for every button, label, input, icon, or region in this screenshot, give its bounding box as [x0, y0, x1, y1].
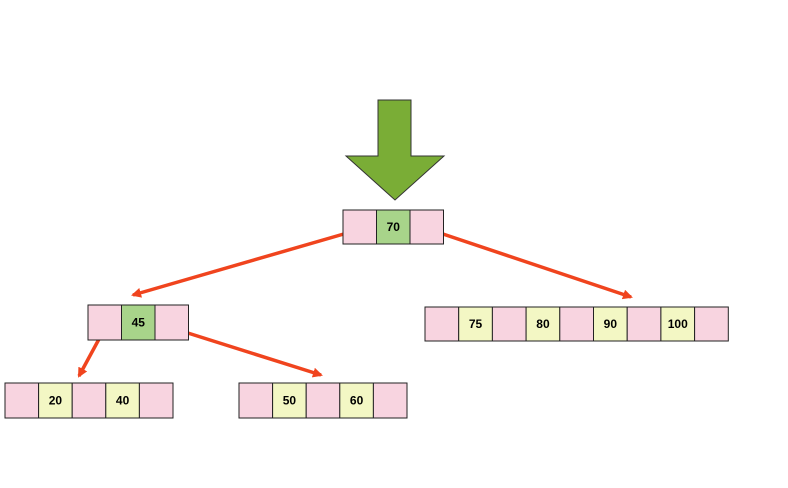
key-label: 45 — [132, 316, 146, 330]
tree-node-leaf-left-2: 50 60 — [238, 382, 408, 419]
pointer-cell — [87, 304, 122, 341]
tree-edges — [77, 227, 633, 378]
key-label: 60 — [350, 394, 364, 408]
pointer-cell — [305, 382, 341, 419]
down-arrow-icon — [344, 99, 446, 201]
pointer-cell — [342, 209, 377, 245]
key-label: 50 — [283, 394, 297, 408]
key-label: 90 — [604, 317, 618, 331]
tree-node-leaf-right: 75 80 90 100 — [424, 306, 729, 342]
pointer-cell — [4, 382, 40, 419]
key-label: 100 — [668, 317, 688, 331]
key-label: 40 — [116, 394, 130, 408]
pointer-cell — [238, 382, 274, 419]
pointer-cell — [372, 382, 408, 419]
pointer-cell — [694, 306, 729, 342]
pointer-cell — [409, 209, 444, 245]
pointer-cell — [626, 306, 662, 342]
edge-internal-to-leaf-2 — [171, 326, 323, 378]
key-cell — [121, 304, 156, 341]
edge-root-to-right — [427, 227, 633, 300]
key-label: 75 — [469, 317, 483, 331]
tree-node-root: 70 — [342, 209, 444, 245]
pointer-cell — [559, 306, 594, 342]
key-cell — [458, 306, 493, 342]
key-label: 80 — [536, 317, 550, 331]
key-label: 20 — [49, 394, 63, 408]
key-cell — [339, 382, 374, 419]
key-label: 70 — [387, 220, 401, 234]
pointer-cell — [491, 306, 527, 342]
tree-node-internal-left: 45 — [87, 304, 189, 341]
pointer-cell — [71, 382, 107, 419]
pointer-cell — [154, 304, 189, 341]
key-cell — [272, 382, 307, 419]
pointer-cell — [424, 306, 460, 342]
edge-root-to-left — [131, 227, 362, 298]
pointer-cell — [138, 382, 174, 419]
